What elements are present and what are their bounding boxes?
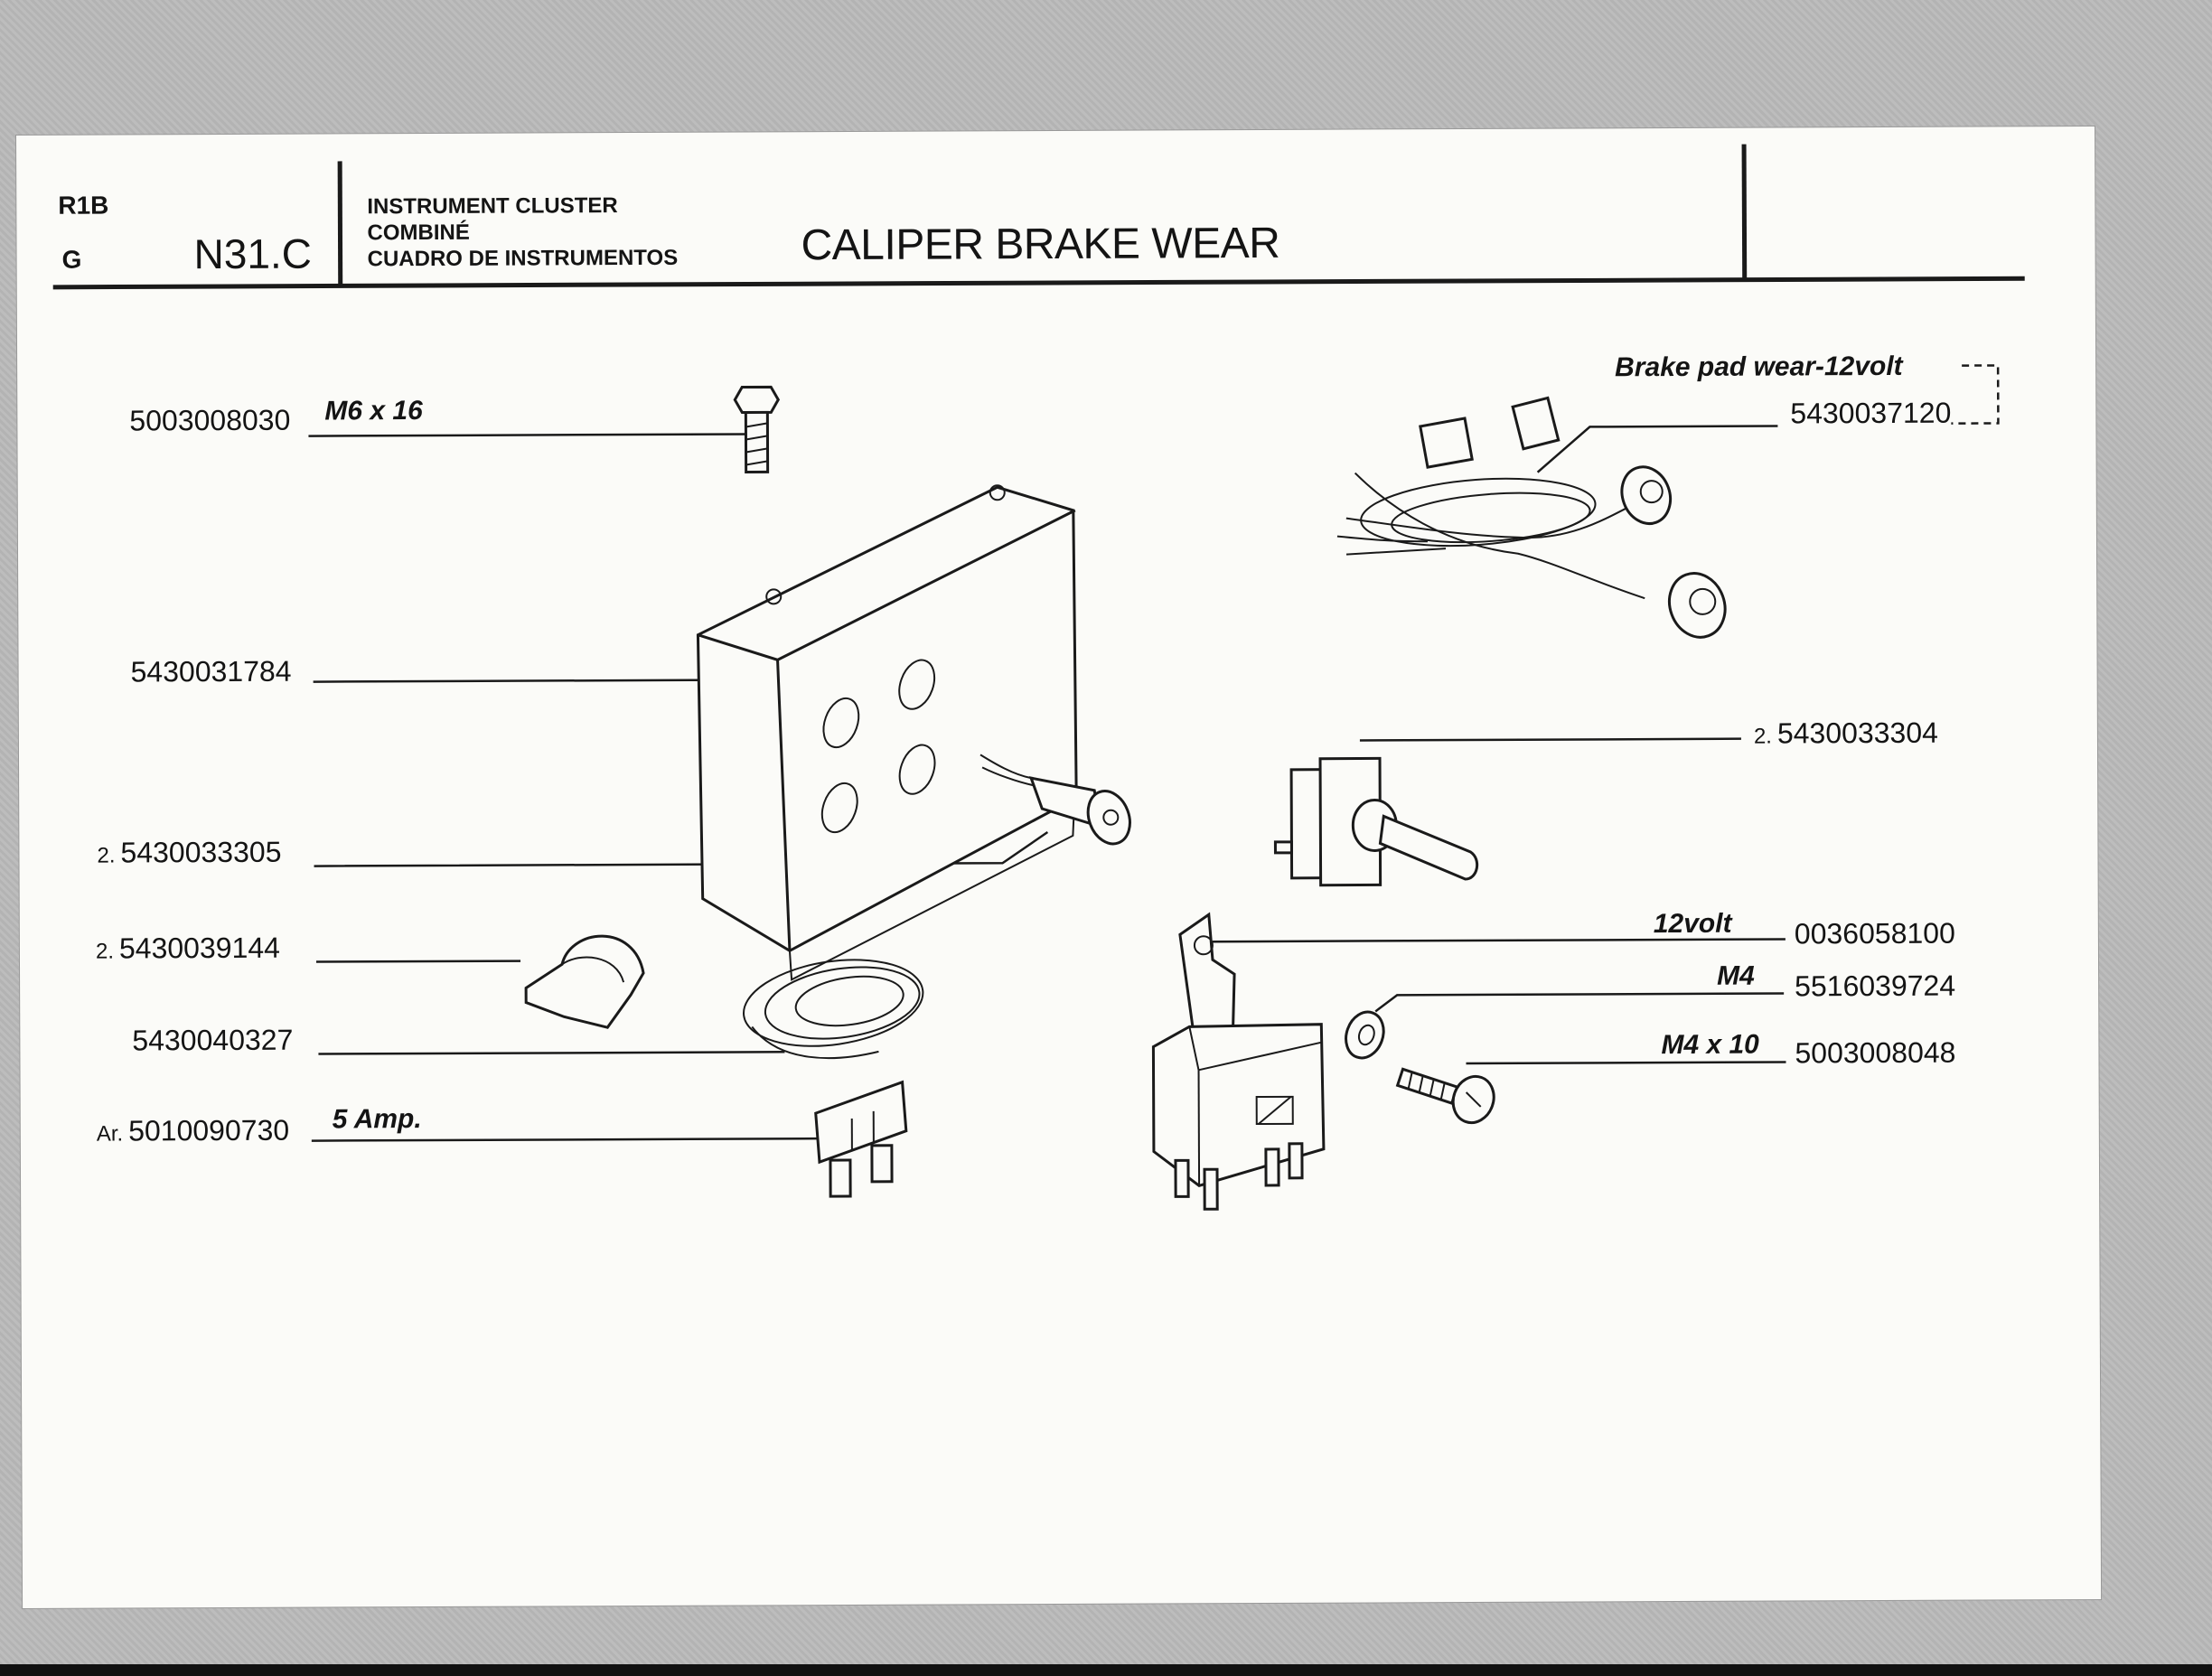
leader-line [1374, 992, 1785, 1013]
leader-line [1359, 737, 1741, 742]
header-divider [337, 161, 343, 286]
warning-lamp-icon [979, 754, 1131, 846]
scan-edge [0, 1664, 2212, 1676]
leader-line [311, 1137, 820, 1142]
relay-icon [1151, 912, 1326, 1211]
leader-line [318, 1051, 785, 1055]
leader-line [314, 830, 1049, 867]
leader-line [308, 433, 750, 437]
leader-line [313, 679, 698, 683]
cable-clip-icon [524, 934, 645, 1029]
leader-line [1466, 1061, 1786, 1065]
bolt-icon [733, 385, 781, 473]
blade-fuse-icon [814, 1080, 908, 1198]
wiring-harness-icon [1336, 396, 1727, 639]
leader-line [1536, 425, 1778, 473]
screw-icon [1395, 1067, 1495, 1125]
exploded-parts-diagram [52, 144, 2025, 1211]
bracket-box-icon [696, 484, 1078, 981]
catalog-sheet: R1B G N31.C INSTRUMENT CLUSTER COMBINÉ C… [16, 126, 2102, 1608]
bracket-dashed [1951, 364, 2000, 425]
wire-coil-icon [743, 959, 924, 1060]
toggle-switch-icon [1273, 756, 1479, 887]
header-rule [52, 276, 2025, 290]
header-divider [1741, 144, 1748, 280]
washer-icon [1345, 1010, 1385, 1060]
leader-line [315, 960, 520, 963]
leader-line [1212, 938, 1786, 943]
